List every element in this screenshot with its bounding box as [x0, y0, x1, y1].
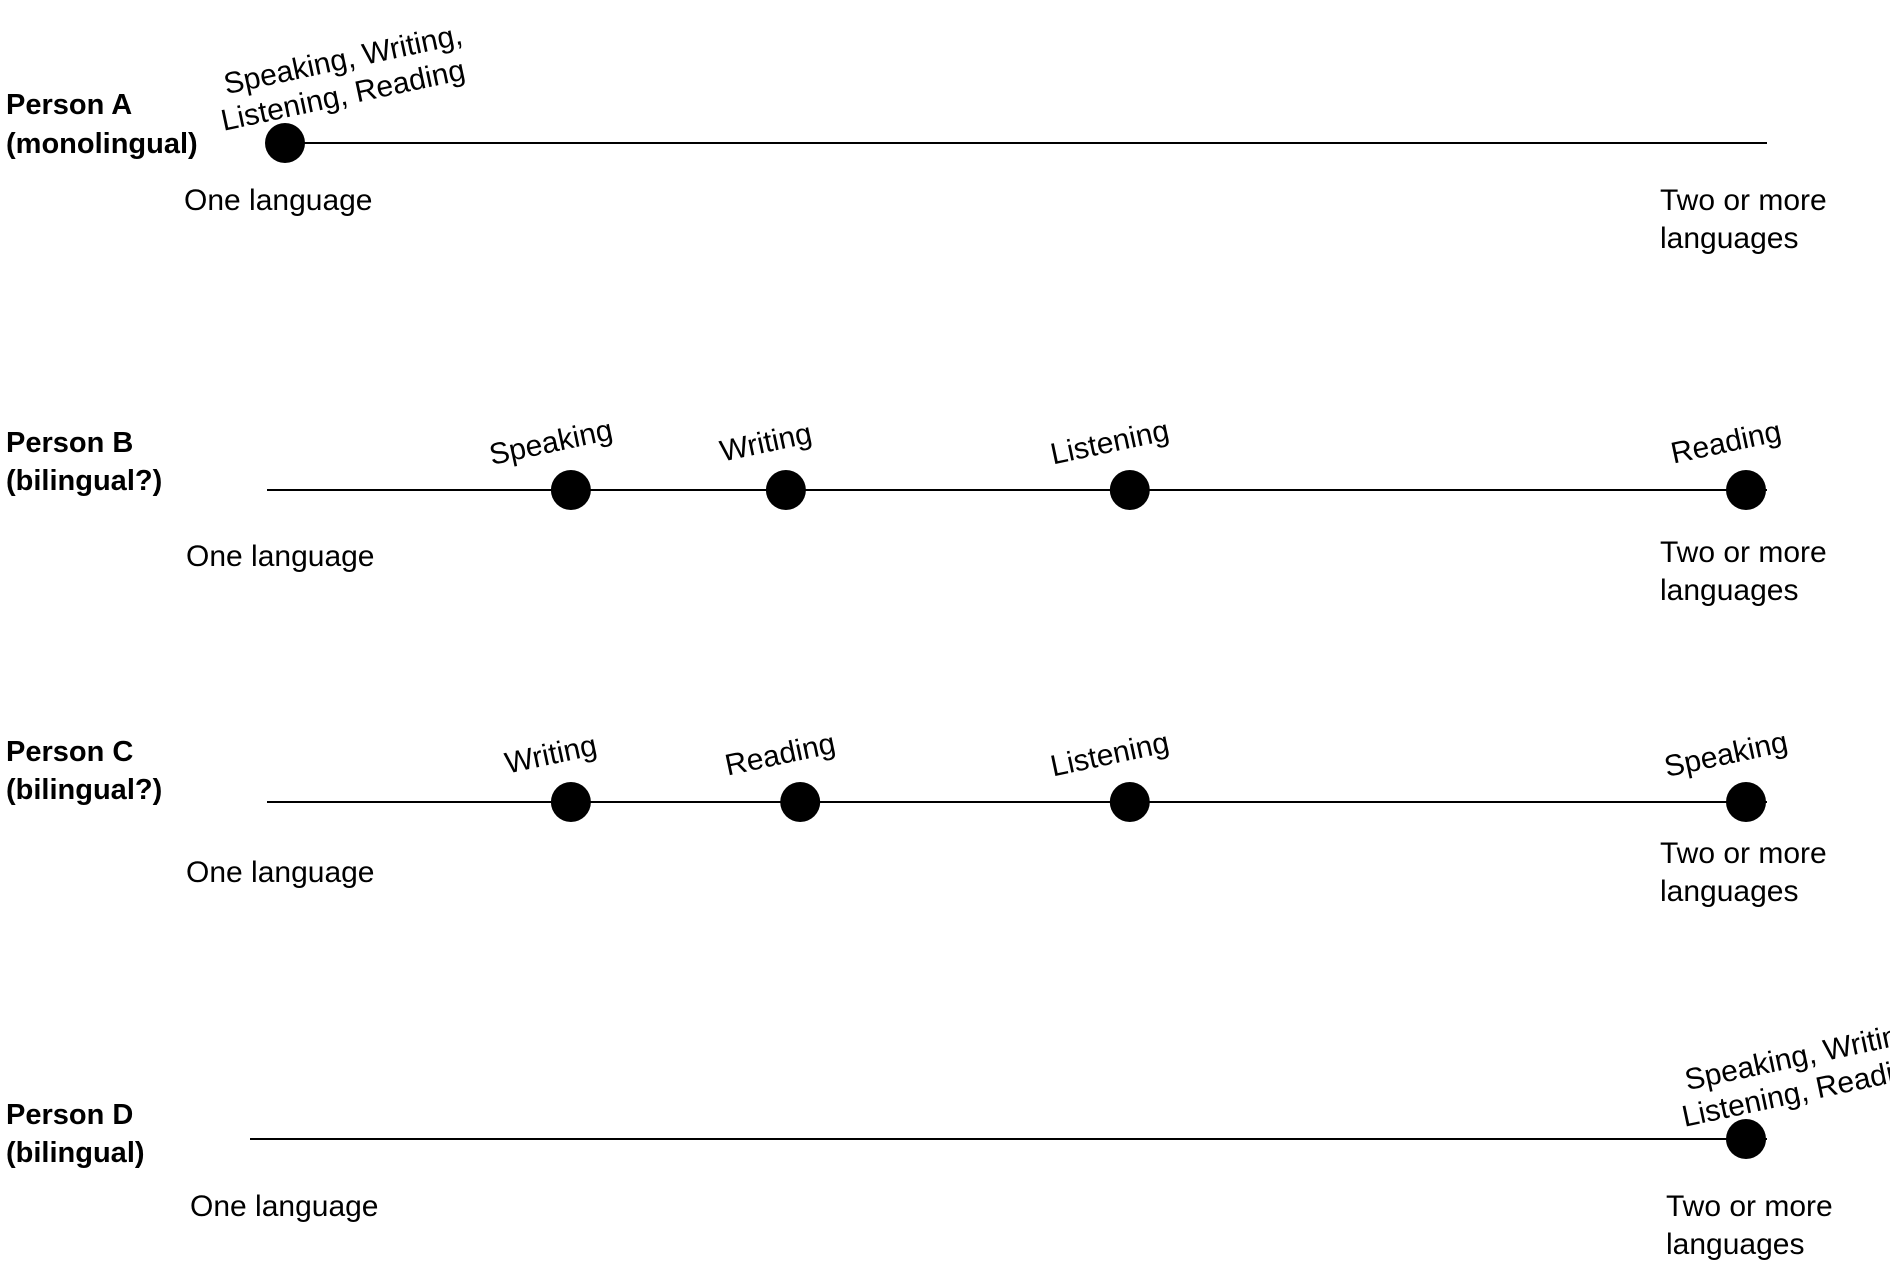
person-c-low-end-label: One language [186, 856, 375, 889]
person-c-high-end-label-line2: languages [1660, 875, 1798, 908]
person-d-low-end-label: One language [190, 1190, 379, 1223]
person-b-point-3 [1726, 470, 1766, 510]
person-b-point-1 [765, 470, 806, 510]
person-b-point-2 [1109, 470, 1150, 510]
person-b-point-2-label-line0: Listening [1048, 414, 1172, 471]
person-b-high-end-label-line2: languages [1660, 574, 1798, 607]
person-c-point-1 [780, 782, 821, 822]
person-b-point-0-label-line0: Speaking [486, 414, 615, 472]
person-a-low-end-label: One language [184, 184, 373, 217]
person-c-name-line1: Person C [6, 736, 133, 768]
person-b-low-end-label: One language [186, 540, 375, 573]
person-c-point-0 [550, 782, 591, 822]
person-c-point-2 [1109, 782, 1150, 822]
person-b-point-0 [550, 470, 591, 510]
person-b-row: Person B (bilingual?) One language Two o… [6, 414, 1827, 607]
person-d-points: Speaking, Writing,Listening, Reading [1679, 1014, 1890, 1159]
person-d-name-line1: Person D [6, 1099, 133, 1131]
person-b-name-line1: Person B [6, 427, 133, 459]
person-b-point-3-label-line0: Reading [1668, 415, 1784, 471]
person-c-name-line2: (bilingual?) [6, 774, 162, 806]
person-d-name-line2: (bilingual) [6, 1137, 145, 1169]
person-a-high-end-label-line2: languages [1660, 222, 1798, 255]
person-a-points: Speaking, Writing,Listening, Reading [218, 18, 468, 163]
person-c-point-0-label-line0: Writing [502, 729, 600, 781]
person-c-point-1-label-line0: Reading [722, 727, 838, 783]
person-d-high-end-label-line1: Two or more [1666, 1190, 1833, 1223]
person-c-high-end-label-line1: Two or more [1660, 837, 1827, 870]
person-c-point-3 [1726, 782, 1766, 822]
person-b-high-end-label-line1: Two or more [1660, 536, 1827, 569]
person-a-row: Person A (monolingual) One language Two … [6, 18, 1827, 255]
person-b-name-line2: (bilingual?) [6, 465, 162, 497]
person-a-point-0 [265, 123, 305, 163]
person-c-point-2-label-line0: Listening [1048, 726, 1172, 783]
person-b-point-1-label-line0: Writing [717, 417, 815, 469]
person-a-name-line2: (monolingual) [6, 128, 198, 160]
person-a-name-line1: Person A [6, 89, 132, 121]
person-c-points: Writing Reading Listening Speaking [502, 726, 1791, 822]
person-d-point-0 [1726, 1119, 1766, 1159]
person-a-high-end-label-line1: Two or more [1660, 184, 1827, 217]
person-c-point-3-label-line0: Speaking [1661, 726, 1790, 784]
person-b-points: Speaking Writing Listening Reading [486, 414, 1784, 510]
person-d-row: Person D (bilingual) One language Two or… [6, 1014, 1890, 1261]
person-c-row: Person C (bilingual?) One language Two o… [6, 726, 1827, 908]
person-d-high-end-label-line2: languages [1666, 1228, 1804, 1261]
